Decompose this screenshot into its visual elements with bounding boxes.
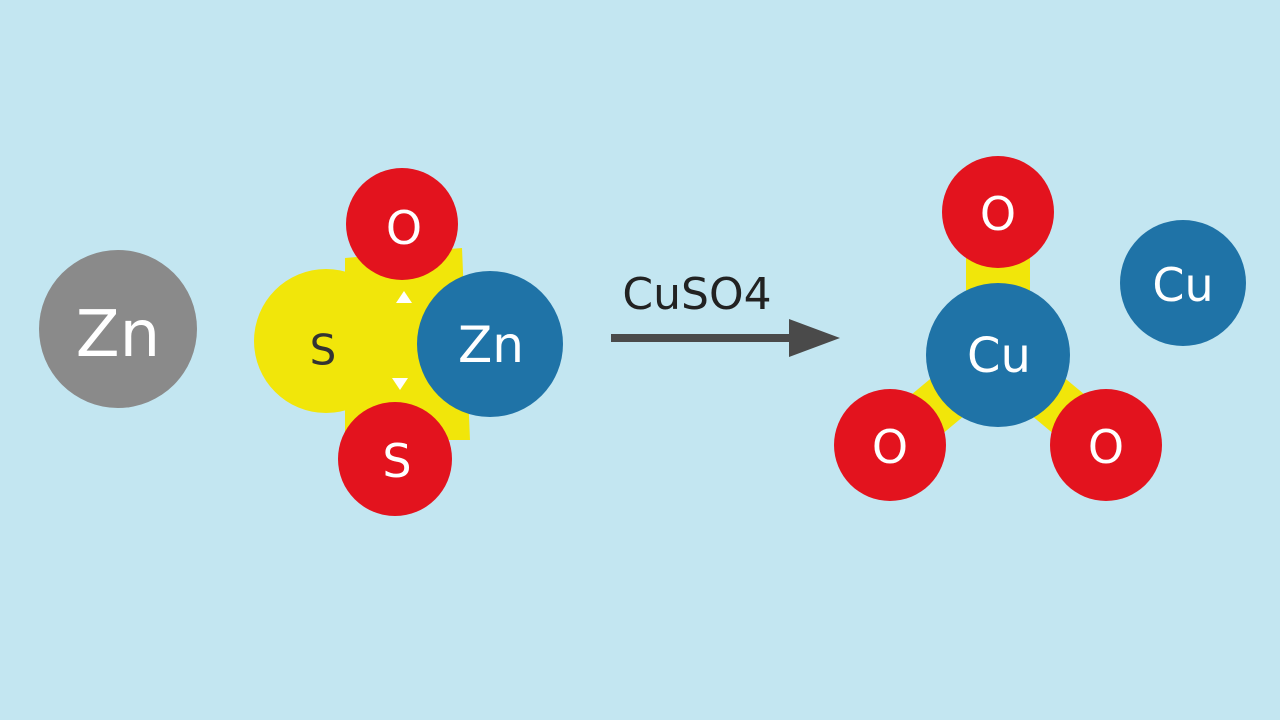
oxygen-left-label: O — [872, 420, 908, 474]
copper-center-label: Cu — [967, 328, 1031, 384]
zinc-atom: Zn — [39, 250, 197, 408]
oxygen-right-label: O — [1088, 420, 1124, 474]
product-molecule: O O O Cu — [834, 156, 1162, 501]
oxygen-top-atom — [942, 156, 1054, 268]
zinc-molecule-atom — [417, 271, 563, 417]
oxygen-top-atom — [346, 168, 458, 280]
sulfur-bottom-atom — [338, 402, 452, 516]
oxygen-top-label: O — [386, 201, 422, 255]
oxygen-right-atom — [1050, 389, 1162, 501]
sulfur-center-label: S — [310, 326, 337, 375]
bond-marker-up — [396, 291, 412, 303]
copper-atom-label: Cu — [1152, 258, 1213, 312]
bond-marker-down — [392, 378, 408, 390]
zinc-atom-label: Zn — [76, 298, 160, 372]
copper-atom: Cu — [1120, 220, 1246, 346]
reactant-molecule: O S Zn S — [254, 168, 563, 516]
copper-center-atom — [926, 283, 1070, 427]
reagent-label: CuSO4 — [622, 269, 771, 320]
oxygen-left-atom — [834, 389, 946, 501]
sulfur-bottom-label: S — [382, 434, 411, 488]
sulfur-center-atom — [254, 269, 398, 413]
arrow-head — [789, 319, 840, 357]
reaction-arrow: CuSO4 — [611, 269, 840, 357]
oxygen-top-label: O — [980, 187, 1016, 241]
zinc-molecule-label: Zn — [458, 316, 524, 374]
